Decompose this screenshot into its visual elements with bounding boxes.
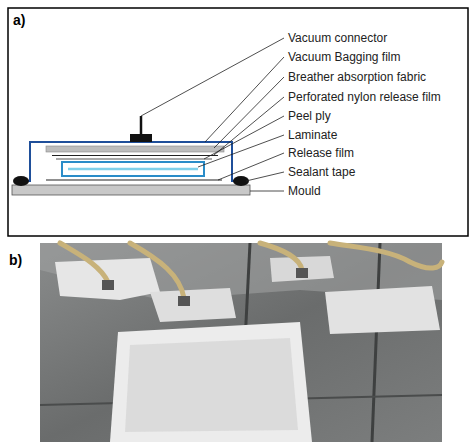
- mould-plate: [12, 185, 250, 195]
- panel-letter: b): [9, 252, 22, 268]
- breather-fabric: [46, 146, 224, 152]
- hose-connector: [178, 296, 190, 306]
- leader-line: [250, 191, 284, 192]
- hose-connector: [296, 268, 308, 278]
- breather-patch: [110, 322, 312, 442]
- connector-base: [130, 134, 152, 142]
- part-label: Release film: [288, 146, 354, 160]
- vacuum-hose: [330, 243, 442, 268]
- part-label: Laminate: [288, 128, 337, 142]
- vacuum-hose: [260, 243, 302, 270]
- part-label: Vacuum Bagging film: [288, 50, 401, 64]
- leader-line: [214, 77, 284, 148]
- laminate-layer: [62, 162, 204, 176]
- table-groove: [372, 243, 380, 442]
- part-label: Vacuum connector: [288, 31, 387, 45]
- breather-patch: [150, 288, 236, 322]
- vacuum-hose: [60, 243, 108, 282]
- leader-line: [204, 116, 284, 159]
- part-label: Breather absorption fabric: [288, 70, 426, 84]
- photo-background: [40, 243, 442, 442]
- bagging-film: [22, 142, 240, 181]
- laminate-texture: [125, 338, 298, 432]
- part-label: Sealant tape: [288, 165, 355, 179]
- breather-patch: [325, 286, 440, 334]
- panel-letter: a): [13, 12, 25, 28]
- leader-line: [246, 172, 284, 181]
- sealant-tape: [13, 176, 29, 186]
- part-label: Peel ply: [288, 109, 331, 123]
- leader-line: [198, 135, 284, 167]
- panel-frame: [8, 8, 468, 236]
- peel-ply: [56, 158, 212, 159]
- hose-connector: [102, 280, 114, 290]
- vacuum-hose: [130, 243, 184, 298]
- release-film: [46, 179, 222, 180]
- breather-patch: [270, 256, 334, 282]
- part-label: Mould: [288, 184, 321, 198]
- leader-line: [141, 38, 284, 116]
- part-label: Perforated nylon release film: [288, 90, 441, 104]
- leader-line: [214, 97, 284, 155]
- laminate-core: [68, 168, 198, 171]
- perforated-film: [52, 155, 218, 156]
- connector-stem: [140, 116, 143, 134]
- leader-line: [218, 153, 284, 180]
